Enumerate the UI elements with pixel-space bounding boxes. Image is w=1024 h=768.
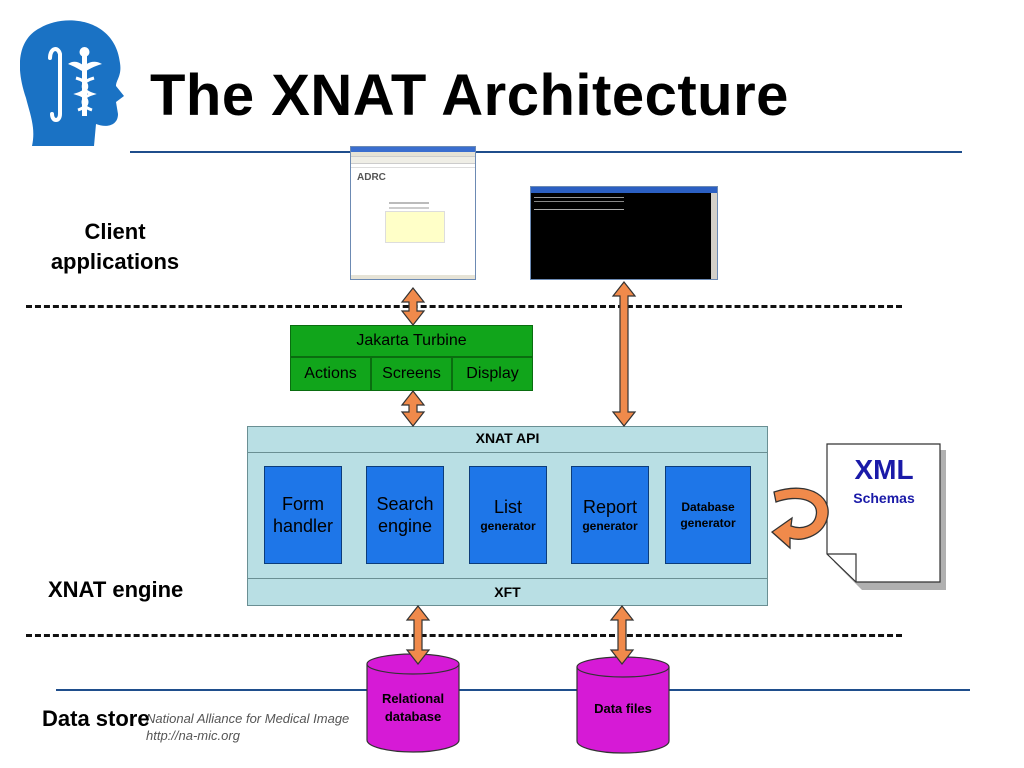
console-titlebar bbox=[531, 187, 717, 193]
adrc-logo: ADRC bbox=[357, 172, 386, 183]
client-label-line1: Client bbox=[84, 219, 146, 244]
component-report-generator: Report generator bbox=[571, 466, 649, 564]
browser-window-screenshot: ADRC bbox=[350, 146, 476, 280]
slide-title: The XNAT Architecture bbox=[150, 63, 789, 128]
console-text-lines bbox=[534, 197, 624, 198]
xml-subtitle: Schemas bbox=[853, 490, 915, 506]
component-main-label: Form bbox=[282, 494, 324, 514]
client-applications-label: Client applications bbox=[40, 217, 190, 277]
top-rule bbox=[130, 151, 962, 153]
relational-database-cylinder bbox=[366, 653, 460, 753]
browser-yellow-panel bbox=[385, 211, 445, 243]
component-sub-label: generator bbox=[582, 519, 638, 533]
footer-url: http://na-mic.org bbox=[146, 728, 240, 743]
browser-status-bar bbox=[351, 275, 475, 279]
arrow-turbine-api bbox=[400, 390, 426, 427]
browser-login-lines bbox=[389, 202, 429, 204]
head-caduceus-logo-icon bbox=[20, 20, 124, 146]
browser-menubar bbox=[351, 152, 475, 157]
component-list-generator: List generator bbox=[469, 466, 547, 564]
arrow-xft-relational bbox=[405, 605, 431, 665]
client-engine-separator bbox=[26, 305, 902, 308]
data-files-label: Data files bbox=[594, 701, 652, 716]
component-sub-label: handler bbox=[272, 516, 334, 536]
browser-titlebar bbox=[351, 147, 475, 152]
component-main-label: Database bbox=[681, 500, 735, 514]
bottom-rule bbox=[56, 689, 970, 691]
xml-title: XML bbox=[854, 454, 914, 485]
xnat-engine-label: XNAT engine bbox=[48, 577, 184, 602]
xnat-api-label: XNAT API bbox=[475, 430, 540, 446]
footer-org: National Alliance for Medical Image bbox=[146, 711, 350, 726]
client-label-line2: applications bbox=[50, 249, 180, 274]
component-main-label: Search bbox=[376, 494, 434, 514]
data-store-label: Data store bbox=[42, 706, 150, 731]
arrow-xft-datafiles bbox=[609, 605, 635, 665]
xft-divider bbox=[248, 578, 767, 579]
component-database-generator: Database generator bbox=[665, 466, 751, 564]
component-sub-label: generator bbox=[480, 519, 536, 533]
data-files-cylinder bbox=[576, 656, 670, 754]
console-window-screenshot bbox=[530, 186, 718, 280]
component-main-label: Report bbox=[582, 497, 638, 517]
xft-label: XFT bbox=[494, 584, 521, 600]
xml-schemas-document bbox=[826, 443, 946, 590]
component-sub-label: engine bbox=[377, 516, 433, 536]
relational-database-label: Relational database bbox=[365, 690, 461, 726]
turbine-screens: Screens bbox=[371, 357, 452, 391]
console-scrollbar bbox=[711, 193, 717, 279]
engine-store-separator bbox=[26, 634, 902, 637]
browser-toolbar bbox=[351, 157, 475, 164]
arrow-console-api bbox=[611, 281, 637, 427]
relational-line2: database bbox=[384, 709, 442, 724]
relational-line1: Relational bbox=[381, 691, 445, 706]
browser-address-bar bbox=[351, 164, 475, 168]
arrow-browser-turbine bbox=[400, 287, 426, 326]
component-sub-label: generator bbox=[680, 516, 736, 530]
component-main-label: List bbox=[493, 497, 522, 517]
jakarta-turbine-title: Jakarta Turbine bbox=[290, 325, 533, 357]
turbine-display: Display bbox=[452, 357, 533, 391]
api-divider bbox=[248, 452, 767, 453]
turbine-actions: Actions bbox=[290, 357, 371, 391]
curved-arrow-icon bbox=[770, 487, 829, 550]
